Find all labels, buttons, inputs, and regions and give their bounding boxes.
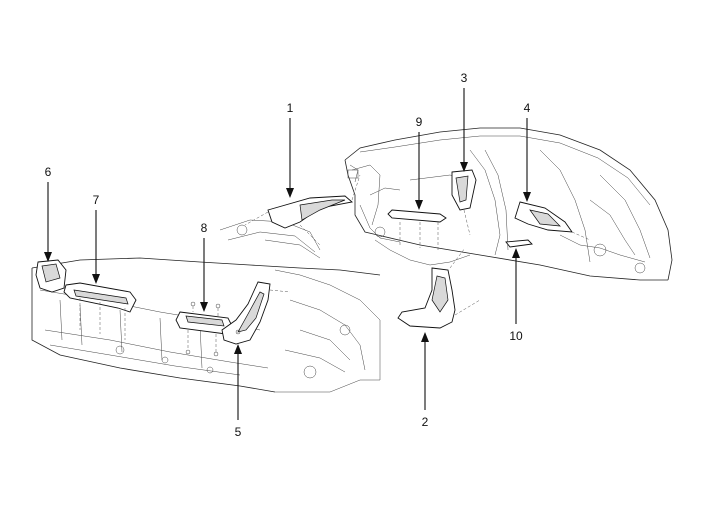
callout-2: 2 xyxy=(422,415,429,429)
callout-5: 5 xyxy=(235,425,242,439)
vehicle-center-area xyxy=(219,219,321,259)
vehicle-body-shell xyxy=(344,127,673,281)
callout-9: 9 xyxy=(416,115,423,129)
callout-7: 7 xyxy=(93,193,100,207)
part-2-pillar-lower xyxy=(397,247,481,329)
callout-labels: 1 2 3 4 5 6 7 8 9 10 xyxy=(45,71,531,439)
callout-8: 8 xyxy=(201,221,208,235)
part-8-scuff-plate-rear xyxy=(175,301,233,357)
part-4-quarter-trim xyxy=(514,201,591,241)
part-1-roof-trim xyxy=(244,174,361,246)
callout-3: 3 xyxy=(461,71,468,85)
part-3-pillar-upper xyxy=(451,169,477,236)
part-9-trim-strip xyxy=(387,209,447,250)
callout-10: 10 xyxy=(509,329,523,343)
part-6-kick-panel xyxy=(35,259,67,293)
callout-1: 1 xyxy=(287,101,294,115)
part-10-small-trim xyxy=(505,239,533,248)
part-7-scuff-plate-front xyxy=(63,282,137,340)
callout-6: 6 xyxy=(45,165,52,179)
leader-lines xyxy=(44,88,531,420)
part-5-pillar-lower xyxy=(221,281,291,345)
callout-4: 4 xyxy=(524,101,531,115)
